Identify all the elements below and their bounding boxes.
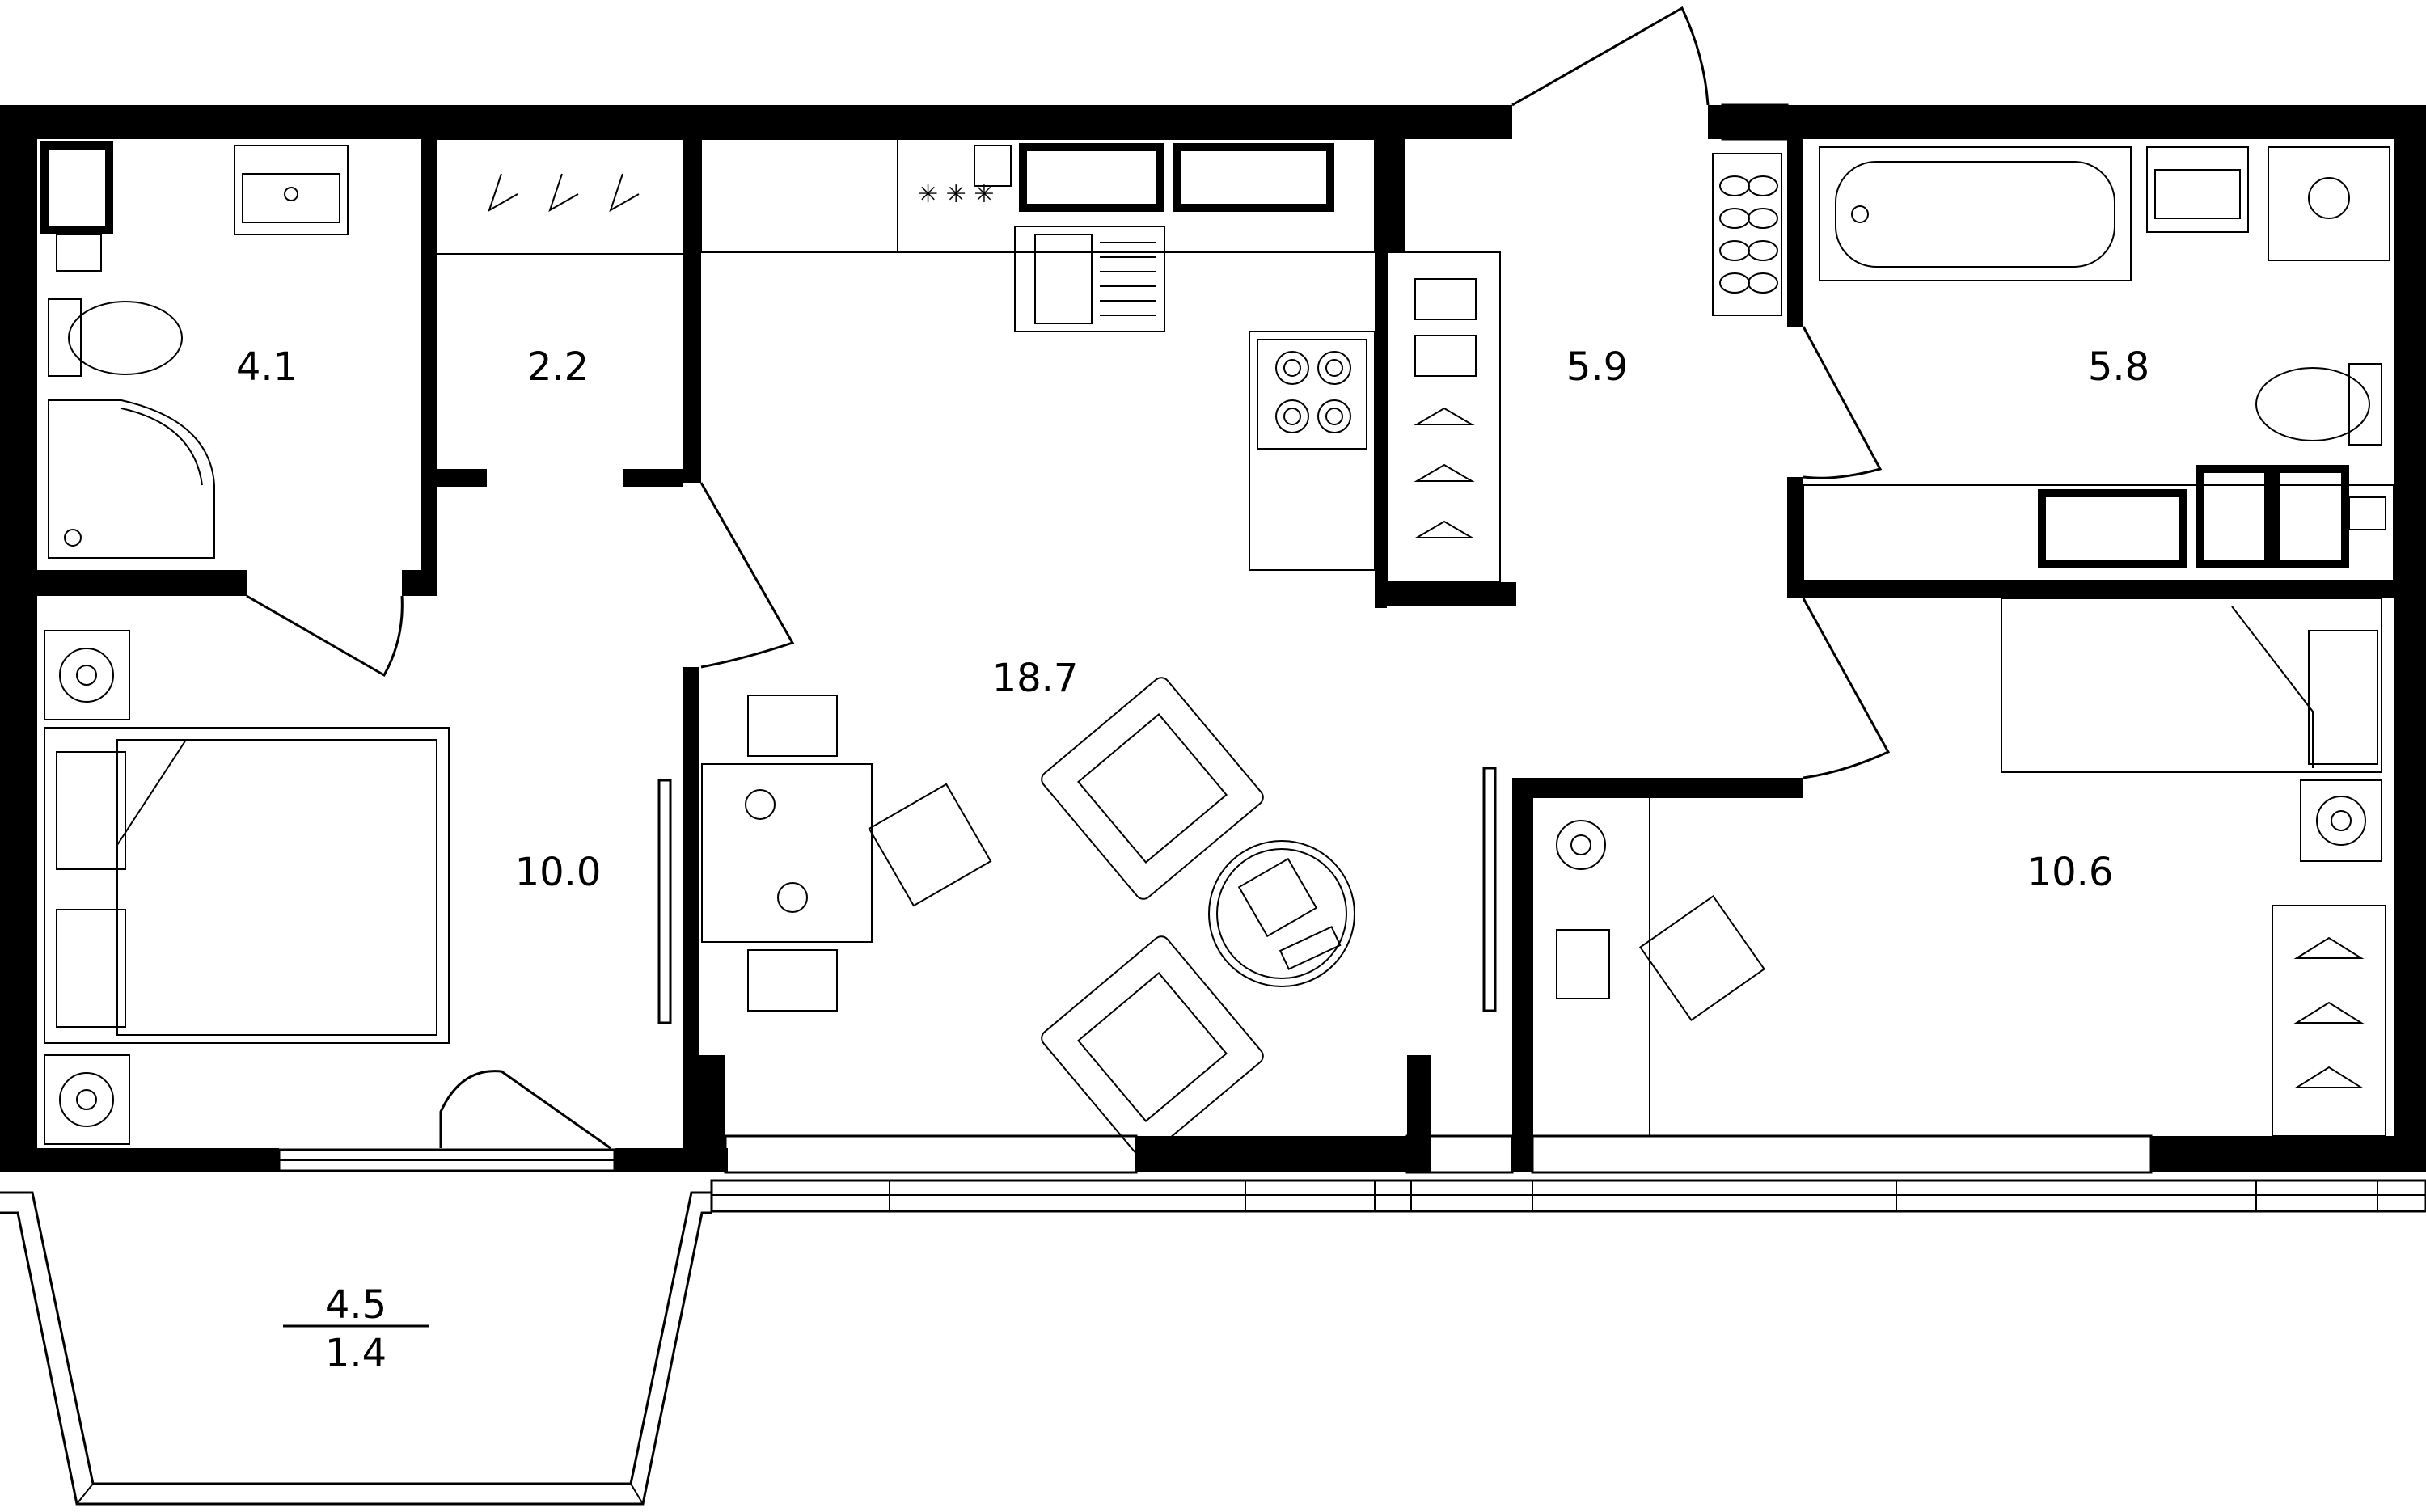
bathroom-large-fixtures [1803, 146, 2394, 581]
room-area-living-kitchen: 18.7 [992, 656, 1079, 701]
hall-wardrobe [1386, 153, 1782, 583]
bathroom-small-fixtures [40, 141, 349, 559]
room-area-bathroom-large: 5.8 [2088, 344, 2149, 390]
doors [246, 6, 1891, 1150]
balcony [0, 1179, 2426, 1506]
bedroom-right-furniture [1532, 598, 2386, 1137]
living-furniture [701, 677, 1355, 1159]
room-area-hall: 5.9 [1566, 344, 1628, 390]
kitchen: ✳ ✳ ✳ [700, 138, 1376, 571]
room-area-wardrobe: 2.2 [527, 344, 589, 390]
room-labels: 4.1 2.2 18.7 5.9 5.8 10.0 10.6 4.5 1.4 [236, 344, 2149, 1376]
bedroom-left-furniture [44, 630, 450, 1145]
room-area-bedroom-right: 10.6 [2027, 850, 2114, 895]
windows [277, 103, 2153, 1174]
walls [0, 105, 2426, 1172]
room-area-bathroom-small: 4.1 [236, 344, 298, 390]
wardrobe-hangers [436, 138, 684, 255]
balcony-area-top: 4.5 [325, 1282, 387, 1328]
svg-text:✳ ✳ ✳: ✳ ✳ ✳ [918, 180, 994, 209]
room-area-bedroom-left: 10.0 [515, 850, 602, 895]
balcony-area-bottom: 1.4 [325, 1331, 387, 1376]
